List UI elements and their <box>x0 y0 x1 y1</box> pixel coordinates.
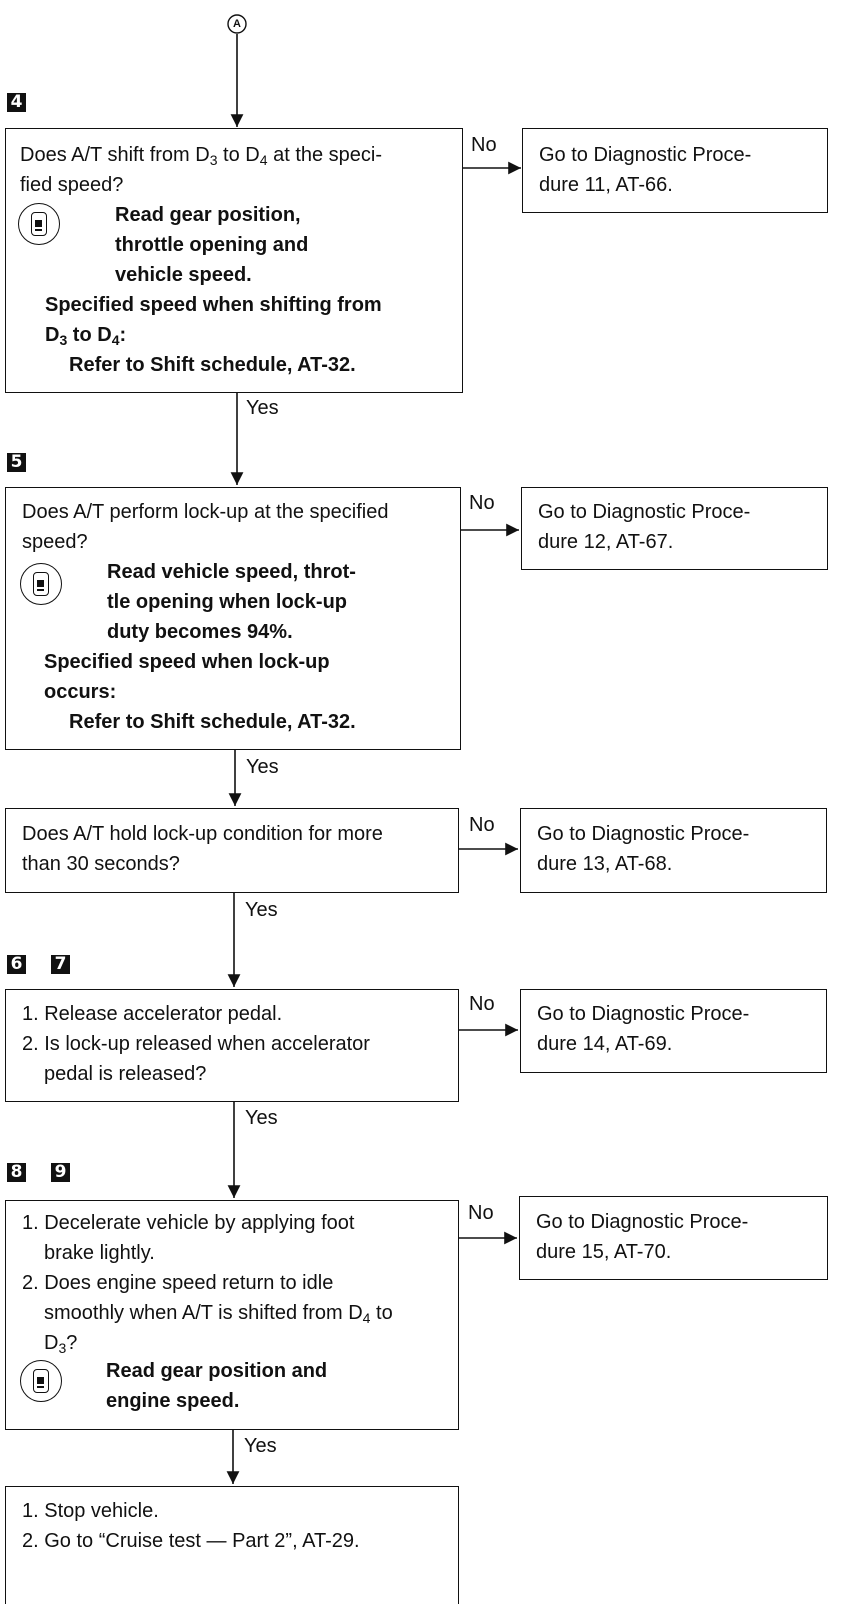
box3-no-line2: dure 13, AT-68. <box>537 853 673 875</box>
box5-line2: brake lightly. <box>44 1242 155 1264</box>
procedure-box-12: Go to Diagnostic Proce- dure 12, AT-67. <box>521 487 828 570</box>
box1-no-line2: dure 11, AT-66. <box>539 174 673 196</box>
decision-box-lock-up-speed: Does A/T perform lock-up at the specifie… <box>5 487 461 750</box>
box5-no-label: No <box>468 1202 494 1224</box>
box2-question-line1: Does A/T perform lock-up at the specifie… <box>22 501 389 523</box>
step-badge-8: 8 <box>7 1163 26 1182</box>
box2-yes-label: Yes <box>246 756 279 778</box>
procedure-box-15: Go to Diagnostic Proce- dure 15, AT-70. <box>519 1196 828 1280</box>
step-badge-4: 4 <box>7 93 26 112</box>
procedure-box-11: Go to Diagnostic Proce- dure 11, AT-66. <box>522 128 828 213</box>
box1-instruction-line1: Read gear position, <box>115 204 301 226</box>
box2-question-line2: speed? <box>22 531 88 553</box>
box5-line3: 2. Does engine speed return to idle <box>22 1272 334 1294</box>
step-badge-5: 5 <box>7 453 26 472</box>
box6-line1: 1. Stop vehicle. <box>22 1500 159 1522</box>
box2-instruction-line3: duty becomes 94%. <box>107 621 293 643</box>
decision-box-d3-d4-shift: Does A/T shift from D3 to D4 at the spec… <box>5 128 463 393</box>
decision-box-engine-speed-return: 1. Decelerate vehicle by applying foot b… <box>5 1200 459 1430</box>
box4-no-line2: dure 14, AT-69. <box>537 1033 673 1055</box>
box6-line2: 2. Go to “Cruise test — Part 2”, AT-29. <box>22 1530 360 1552</box>
box5-no-line1: Go to Diagnostic Proce- <box>536 1211 749 1233</box>
box2-reference: Refer to Shift schedule, AT-32. <box>69 711 356 733</box>
step-badge-9: 9 <box>51 1163 70 1182</box>
procedure-box-13: Go to Diagnostic Proce- dure 13, AT-68. <box>520 808 827 893</box>
box2-no-label: No <box>469 492 495 514</box>
box4-line3: pedal is released? <box>44 1063 207 1085</box>
box3-no-line1: Go to Diagnostic Proce- <box>537 823 750 845</box>
box1-no-label: No <box>471 134 497 156</box>
decision-box-lock-up-release: 1. Release accelerator pedal. 2. Is lock… <box>5 989 459 1102</box>
box5-line1: 1. Decelerate vehicle by applying foot <box>22 1212 355 1234</box>
box2-no-line1: Go to Diagnostic Proce- <box>538 501 751 523</box>
consult-tester-icon <box>20 563 62 605</box>
box3-question-line1: Does A/T hold lock-up condition for more <box>22 823 383 845</box>
box3-no-label: No <box>469 814 495 836</box>
box5-line5: D3? <box>44 1332 78 1356</box>
box1-question-line1: Does A/T shift from D3 to D4 at the spec… <box>20 144 383 168</box>
box5-instruction-line1: Read gear position and <box>106 1360 328 1382</box>
box2-instruction-line1: Read vehicle speed, throt- <box>107 561 356 583</box>
box1-spec-line1: Specified speed when shifting from <box>45 294 382 316</box>
box4-line1: 1. Release accelerator pedal. <box>22 1003 283 1025</box>
decision-box-lock-up-hold: Does A/T hold lock-up condition for more… <box>5 808 459 893</box>
procedure-box-14: Go to Diagnostic Proce- dure 14, AT-69. <box>520 989 827 1073</box>
box5-line4: smoothly when A/T is shifted from D4 to <box>44 1302 393 1326</box>
box1-reference: Refer to Shift schedule, AT-32. <box>69 354 356 376</box>
box1-instruction-line2: throttle opening and <box>115 234 309 256</box>
box2-no-line2: dure 12, AT-67. <box>538 531 674 553</box>
box4-line2: 2. Is lock-up released when accelerator <box>22 1033 370 1055</box>
box5-instruction-line2: engine speed. <box>106 1390 240 1412</box>
box1-spec-line2: D3 to D4: <box>45 324 127 348</box>
action-box-stop-vehicle: 1. Stop vehicle. 2. Go to “Cruise test —… <box>5 1486 459 1604</box>
step-badge-6: 6 <box>7 955 26 974</box>
box1-no-line1: Go to Diagnostic Proce- <box>539 144 752 166</box>
box3-question-line2: than 30 seconds? <box>22 853 180 875</box>
consult-tester-icon <box>20 1360 62 1402</box>
connector-label: A <box>233 18 241 30</box>
box4-yes-label: Yes <box>245 1107 278 1129</box>
box2-spec-line2: occurs: <box>44 681 117 703</box>
box1-instruction-line3: vehicle speed. <box>115 264 252 286</box>
box3-yes-label: Yes <box>245 899 278 921</box>
step-badge-7: 7 <box>51 955 70 974</box>
box5-no-line2: dure 15, AT-70. <box>536 1241 672 1263</box>
box2-spec-line1: Specified speed when lock-up <box>44 651 330 673</box>
box1-yes-label: Yes <box>246 397 279 419</box>
box5-yes-label: Yes <box>244 1435 277 1457</box>
box4-no-line1: Go to Diagnostic Proce- <box>537 1003 750 1025</box>
box1-question-line2: fied speed? <box>20 174 124 196</box>
consult-tester-icon <box>18 203 60 245</box>
box4-no-label: No <box>469 993 495 1015</box>
box2-instruction-line2: tle opening when lock-up <box>107 591 347 613</box>
